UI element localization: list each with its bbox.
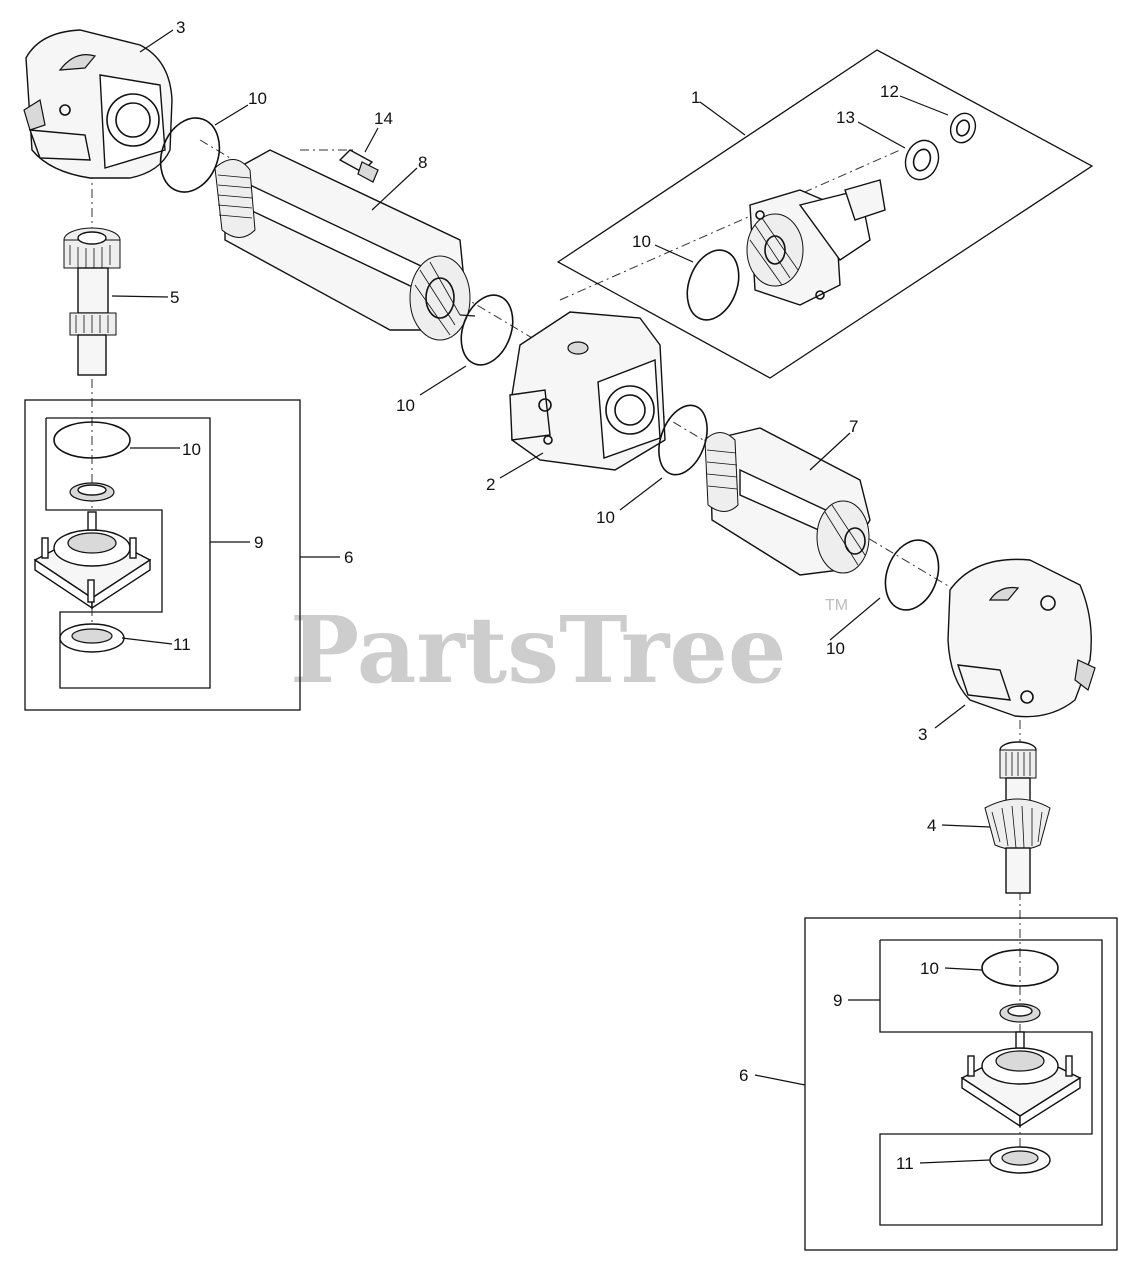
callout-11-left: 11 xyxy=(173,635,191,654)
callout-10-upper-left: 10 xyxy=(248,89,267,108)
callout-9-right: 9 xyxy=(833,991,842,1010)
callout-10-center-right: 10 xyxy=(596,508,615,527)
callout-13: 13 xyxy=(836,108,855,127)
gear-housing-lower-right xyxy=(947,558,1096,718)
callout-6-left: 6 xyxy=(344,548,353,567)
callout-2: 2 xyxy=(486,475,495,494)
callout-10-right-housing: 10 xyxy=(826,639,845,658)
callout-12: 12 xyxy=(880,82,899,101)
callout-4: 4 xyxy=(927,816,936,835)
kit-box-1 xyxy=(556,49,1094,379)
kit-box-6-right xyxy=(804,917,1118,1251)
leader-lines xyxy=(111,29,991,1164)
callout-9-left: 9 xyxy=(254,533,263,552)
shaft-tube-7 xyxy=(704,427,871,576)
callout-7: 7 xyxy=(849,417,858,436)
svg-text:PartsTree: PartsTree xyxy=(290,596,786,704)
callout-3-lower: 3 xyxy=(918,725,927,744)
callout-1: 1 xyxy=(691,88,700,107)
callout-10-kit-left: 10 xyxy=(182,440,201,459)
callout-3-upper: 3 xyxy=(176,18,185,37)
bolt xyxy=(338,149,379,183)
kit-parts-left xyxy=(33,482,152,653)
gear-housing-upper-left xyxy=(23,29,173,179)
input-shaft-assembly xyxy=(746,179,886,306)
callout-10-kit-right: 10 xyxy=(920,959,939,978)
callout-6-right: 6 xyxy=(739,1066,748,1085)
callout-8: 8 xyxy=(418,153,427,172)
shaft-gear-right xyxy=(984,741,1051,894)
kit-box-6-left xyxy=(24,399,301,711)
callout-5: 5 xyxy=(170,288,179,307)
callout-10-kit1: 10 xyxy=(632,232,651,251)
callout-labels: 3 10 14 8 1 12 13 10 5 10 10 2 7 10 9 6 … xyxy=(170,18,939,1173)
svg-text:TM: TM xyxy=(825,597,848,614)
seals xyxy=(904,112,977,181)
callout-14: 14 xyxy=(374,109,393,128)
shaft-gear-left xyxy=(63,227,121,376)
callout-11-right: 11 xyxy=(896,1154,914,1173)
callout-10-center-left: 10 xyxy=(396,396,415,415)
center-housing xyxy=(509,311,666,471)
o-rings xyxy=(53,117,1059,987)
shaft-tube-8 xyxy=(214,149,476,341)
kit-parts-right xyxy=(960,1003,1082,1174)
watermark: PartsTree TM xyxy=(290,596,848,704)
